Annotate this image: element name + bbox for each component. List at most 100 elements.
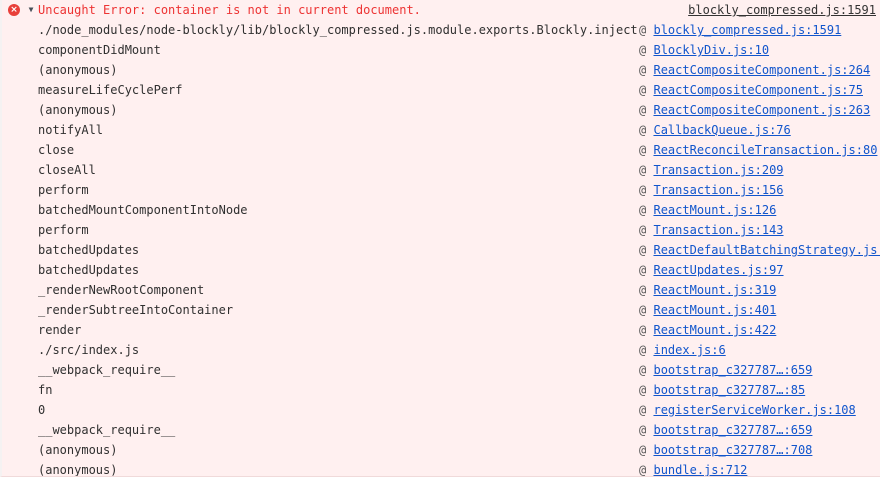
source-link[interactable]: Transaction.js:156 — [653, 183, 784, 197]
error-source-link[interactable]: blockly_compressed.js:1591 — [688, 3, 876, 17]
at-symbol: @ — [639, 303, 647, 317]
at-symbol: @ — [639, 123, 647, 137]
source-location: @ ReactUpdates.js:97 — [639, 260, 880, 280]
stack-trace: ./node_modules/node-blockly/lib/blockly_… — [2, 20, 880, 477]
function-name: ./node_modules/node-blockly/lib/blockly_… — [38, 23, 638, 37]
stack-frame: (anonymous) @ ReactCompositeComponent.js:… — [2, 100, 880, 120]
source-location: @ ReactMount.js:401 — [639, 300, 880, 320]
function-name: (anonymous) — [38, 63, 118, 77]
at-symbol: @ — [639, 223, 647, 237]
function-name: measureLifeCyclePerf — [38, 83, 183, 97]
source-link[interactable]: bundle.js:712 — [653, 463, 748, 477]
at-symbol: @ — [639, 443, 647, 457]
source-location: @ BlocklyDiv.js:10 — [639, 40, 880, 60]
stack-frame: perform @ Transaction.js:143 — [2, 220, 880, 240]
source-link[interactable]: ReactCompositeComponent.js:75 — [653, 83, 863, 97]
stack-frame: 0 @ registerServiceWorker.js:108 — [2, 400, 880, 420]
stack-frame: batchedMountComponentIntoNode @ ReactMoun… — [2, 200, 880, 220]
stack-frame: __webpack_require__@ bootstrap_c327787…:… — [2, 420, 880, 440]
stack-frame: componentDidMount @ BlocklyDiv.js:10 — [2, 40, 880, 60]
source-link[interactable]: ReactCompositeComponent.js:263 — [653, 103, 871, 117]
source-link[interactable]: ReactMount.js:422 — [653, 323, 777, 337]
function-name: _renderSubtreeIntoContainer — [38, 303, 234, 317]
source-link[interactable]: Transaction.js:209 — [653, 163, 784, 177]
source-location: @ index.js:6 — [639, 340, 880, 360]
source-location: @ ReactCompositeComponent.js:263 — [639, 100, 880, 120]
stack-frame: fn@ bootstrap_c327787…:85 — [2, 380, 880, 400]
function-name: 0 — [38, 403, 46, 417]
at-symbol: @ — [639, 423, 647, 437]
source-link[interactable]: ReactMount.js:401 — [653, 303, 777, 317]
stack-frame: measureLifeCyclePerf @ ReactCompositeComp… — [2, 80, 880, 100]
stack-frame: (anonymous) @ bundle.js:712 — [2, 460, 880, 477]
source-link[interactable]: bootstrap_c327787…:708 — [653, 443, 813, 457]
function-name: componentDidMount — [38, 43, 161, 57]
at-symbol: @ — [639, 383, 647, 397]
function-name: batchedUpdates — [38, 263, 140, 277]
at-symbol: @ — [639, 243, 647, 257]
source-link[interactable]: bootstrap_c327787…:659 — [653, 363, 813, 377]
stack-frame: (anonymous) @ bootstrap_c327787…:708 — [2, 440, 880, 460]
stack-frame: _renderNewRootComponent@ ReactMount.js:3… — [2, 280, 880, 300]
error-header: × ▼ Uncaught Error: container is not in … — [2, 0, 880, 20]
function-name: close — [38, 143, 75, 157]
source-location: @ Transaction.js:156 — [639, 180, 880, 200]
error-message: Uncaught Error: container is not in curr… — [38, 3, 421, 17]
source-link[interactable]: registerServiceWorker.js:108 — [653, 403, 856, 417]
at-symbol: @ — [639, 203, 647, 217]
at-symbol: @ — [639, 403, 647, 417]
at-symbol: @ — [639, 143, 647, 157]
source-location: @ blockly_compressed.js:1591 — [639, 20, 880, 40]
source-location: @ ReactCompositeComponent.js:264 — [639, 60, 880, 80]
function-name: __webpack_require__ — [38, 363, 176, 377]
function-name: (anonymous) — [38, 103, 118, 117]
stack-frame: __webpack_require__ @ bootstrap_c327787…:… — [2, 360, 880, 380]
stack-frame: batchedUpdates@ ReactDefaultBatchingStra… — [2, 240, 880, 260]
source-location: @ bundle.js:712 — [639, 460, 880, 477]
function-name: perform — [38, 183, 89, 197]
function-name: render — [38, 323, 82, 337]
source-location: @ Transaction.js:209 — [639, 160, 880, 180]
at-symbol: @ — [639, 43, 647, 57]
function-name: (anonymous) — [38, 463, 118, 477]
function-name: batchedMountComponentIntoNode — [38, 203, 248, 217]
stack-frame: ./src/index.js@ index.js:6 — [2, 340, 880, 360]
function-name: perform — [38, 223, 89, 237]
source-location: @ bootstrap_c327787…:85 — [639, 380, 880, 400]
source-link[interactable]: ReactUpdates.js:97 — [653, 263, 784, 277]
source-location: @ CallbackQueue.js:76 — [639, 120, 880, 140]
source-location: @ ReactDefaultBatchingStrategy.js: — [639, 240, 880, 260]
source-location: @ bootstrap_c327787…:659 — [639, 360, 880, 380]
source-link[interactable]: BlocklyDiv.js:10 — [653, 43, 770, 57]
at-symbol: @ — [639, 63, 647, 77]
source-link[interactable]: bootstrap_c327787…:85 — [653, 383, 806, 397]
source-location: @ bootstrap_c327787…:659 — [639, 420, 880, 440]
at-symbol: @ — [639, 183, 647, 197]
source-location: @ bootstrap_c327787…:708 — [639, 440, 880, 460]
at-symbol: @ — [639, 83, 647, 97]
source-link[interactable]: blockly_compressed.js:1591 — [653, 23, 842, 37]
source-location: @ ReactCompositeComponent.js:75 — [639, 80, 880, 100]
source-location: @ ReactMount.js:126 — [639, 200, 880, 220]
source-link[interactable]: CallbackQueue.js:76 — [653, 123, 791, 137]
source-link[interactable]: bootstrap_c327787…:659 — [653, 423, 813, 437]
expand-arrow-icon[interactable]: ▼ — [28, 5, 34, 14]
at-symbol: @ — [639, 263, 647, 277]
function-name: notifyAll — [38, 123, 104, 137]
source-location: @ registerServiceWorker.js:108 — [639, 400, 880, 420]
function-name: closeAll — [38, 163, 96, 177]
at-symbol: @ — [639, 463, 647, 477]
at-symbol: @ — [639, 363, 647, 377]
stack-frame: ./node_modules/node-blockly/lib/blockly_… — [2, 20, 880, 40]
source-location: @ ReactMount.js:422 — [639, 320, 880, 340]
source-link[interactable]: ReactMount.js:126 — [653, 203, 777, 217]
function-name: (anonymous) — [38, 443, 118, 457]
source-link[interactable]: ReactDefaultBatchingStrategy.js: — [653, 243, 880, 257]
source-link[interactable]: ReactCompositeComponent.js:264 — [653, 63, 871, 77]
stack-frame: notifyAll @ CallbackQueue.js:76 — [2, 120, 880, 140]
stack-frame: close @ ReactReconcileTransaction.js:80 — [2, 140, 880, 160]
source-link[interactable]: ReactReconcileTransaction.js:80 — [653, 143, 878, 157]
source-link[interactable]: index.js:6 — [653, 343, 726, 357]
source-link[interactable]: ReactMount.js:319 — [653, 283, 777, 297]
source-link[interactable]: Transaction.js:143 — [653, 223, 784, 237]
